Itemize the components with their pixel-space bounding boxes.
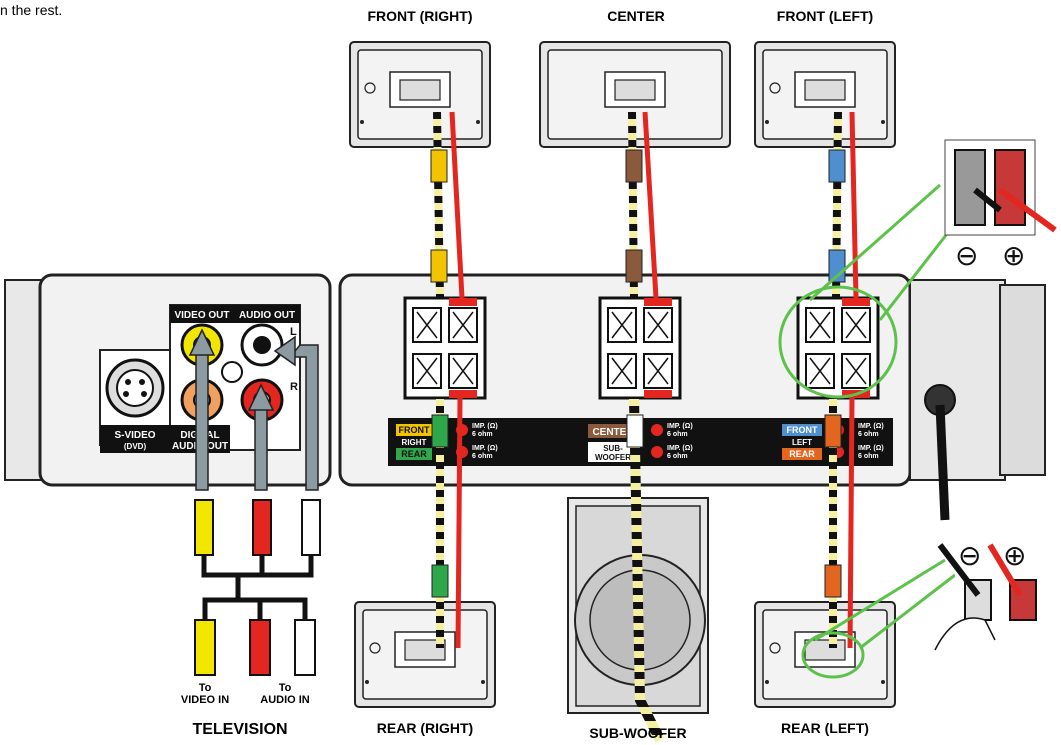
polarity-plus-top: ⊕ bbox=[1002, 239, 1025, 272]
speaker-label-front-right: FRONT (RIGHT) bbox=[367, 8, 473, 24]
audio-out-l-jack-icon[interactable] bbox=[240, 323, 284, 367]
terminal-detail-inset-bottom bbox=[934, 543, 1050, 651]
speaker-label-rear-right: REAR (RIGHT) bbox=[376, 720, 474, 736]
tv-video-in-label: VIDEO IN bbox=[180, 694, 230, 706]
speaker-label-center: CENTER bbox=[607, 8, 665, 24]
svg-text:SUB-: SUB- bbox=[603, 444, 623, 453]
svg-text:REAR: REAR bbox=[401, 449, 427, 459]
svg-text:FRONT: FRONT bbox=[787, 425, 818, 435]
speaker-front-right bbox=[349, 41, 491, 148]
svg-text:RIGHT: RIGHT bbox=[402, 438, 427, 447]
audio-r-label: R bbox=[290, 381, 298, 393]
speaker-rear-right bbox=[354, 601, 496, 708]
svg-text:IMP. (Ω): IMP. (Ω) bbox=[667, 423, 693, 430]
svg-text:IMP. (Ω): IMP. (Ω) bbox=[858, 445, 884, 452]
audio-out-label: AUDIO OUT bbox=[239, 310, 295, 321]
terminal-front-left-label: FRONT LEFT REAR bbox=[782, 424, 822, 460]
svg-text:FRONT: FRONT bbox=[399, 425, 430, 435]
speaker-front-left bbox=[754, 41, 896, 148]
television-title: TELEVISION bbox=[192, 721, 288, 738]
speaker-center bbox=[539, 41, 731, 148]
svg-text:WOOFER: WOOFER bbox=[595, 453, 631, 462]
svg-text:6 ohm: 6 ohm bbox=[472, 431, 493, 438]
tv-audio-in-to-label: To bbox=[278, 682, 292, 694]
intro-text-fragment: n the rest. bbox=[0, 2, 63, 18]
svg-text:CENTER: CENTER bbox=[592, 427, 634, 438]
power-cable bbox=[924, 384, 956, 521]
svg-text:6 ohm: 6 ohm bbox=[472, 453, 493, 460]
svg-text:LEFT: LEFT bbox=[792, 438, 812, 447]
tv-audio-in-label: AUDIO IN bbox=[260, 694, 310, 706]
svg-text:6 ohm: 6 ohm bbox=[667, 453, 688, 460]
rca-cable bbox=[194, 499, 321, 676]
highlight-circles bbox=[778, 183, 956, 679]
svideo-label: S-VIDEO bbox=[114, 430, 155, 441]
terminal-block-left[interactable] bbox=[796, 296, 880, 400]
svideo-sub-label: (DVD) bbox=[124, 442, 147, 451]
svg-text:6 ohm: 6 ohm bbox=[858, 453, 879, 460]
polarity-plus-bottom: ⊕ bbox=[1003, 539, 1026, 572]
svg-text:IMP. (Ω): IMP. (Ω) bbox=[858, 423, 884, 430]
video-out-label: VIDEO OUT bbox=[174, 310, 229, 321]
audio-l-label: L bbox=[290, 326, 297, 338]
speaker-label-front-left: FRONT (LEFT) bbox=[776, 8, 874, 24]
terminal-center-label: CENTER SUB- WOOFER bbox=[588, 424, 638, 462]
terminal-detail-inset-top bbox=[944, 139, 1057, 236]
terminal-block-right[interactable] bbox=[403, 296, 487, 400]
svg-text:6 ohm: 6 ohm bbox=[858, 431, 879, 438]
terminal-front-right-label: FRONT RIGHT REAR bbox=[396, 424, 432, 460]
svg-text:IMP. (Ω): IMP. (Ω) bbox=[667, 445, 693, 452]
tv-video-in-to-label: To bbox=[198, 682, 212, 694]
speaker-rear-left bbox=[754, 601, 896, 708]
svg-text:IMP. (Ω): IMP. (Ω) bbox=[472, 423, 498, 430]
svg-text:REAR: REAR bbox=[789, 449, 815, 459]
svideo-jack-icon[interactable] bbox=[105, 358, 165, 418]
polarity-minus-top: ⊖ bbox=[955, 239, 978, 272]
svg-text:6 ohm: 6 ohm bbox=[667, 431, 688, 438]
terminal-block-center[interactable] bbox=[598, 296, 682, 400]
speaker-label-rear-left: REAR (LEFT) bbox=[781, 720, 869, 736]
polarity-minus-bottom: ⊖ bbox=[958, 539, 981, 572]
av-cable-arrows bbox=[188, 328, 319, 491]
svg-text:IMP. (Ω): IMP. (Ω) bbox=[472, 445, 498, 452]
speaker-label-subwoofer: SUB-WOOFER bbox=[589, 725, 687, 741]
